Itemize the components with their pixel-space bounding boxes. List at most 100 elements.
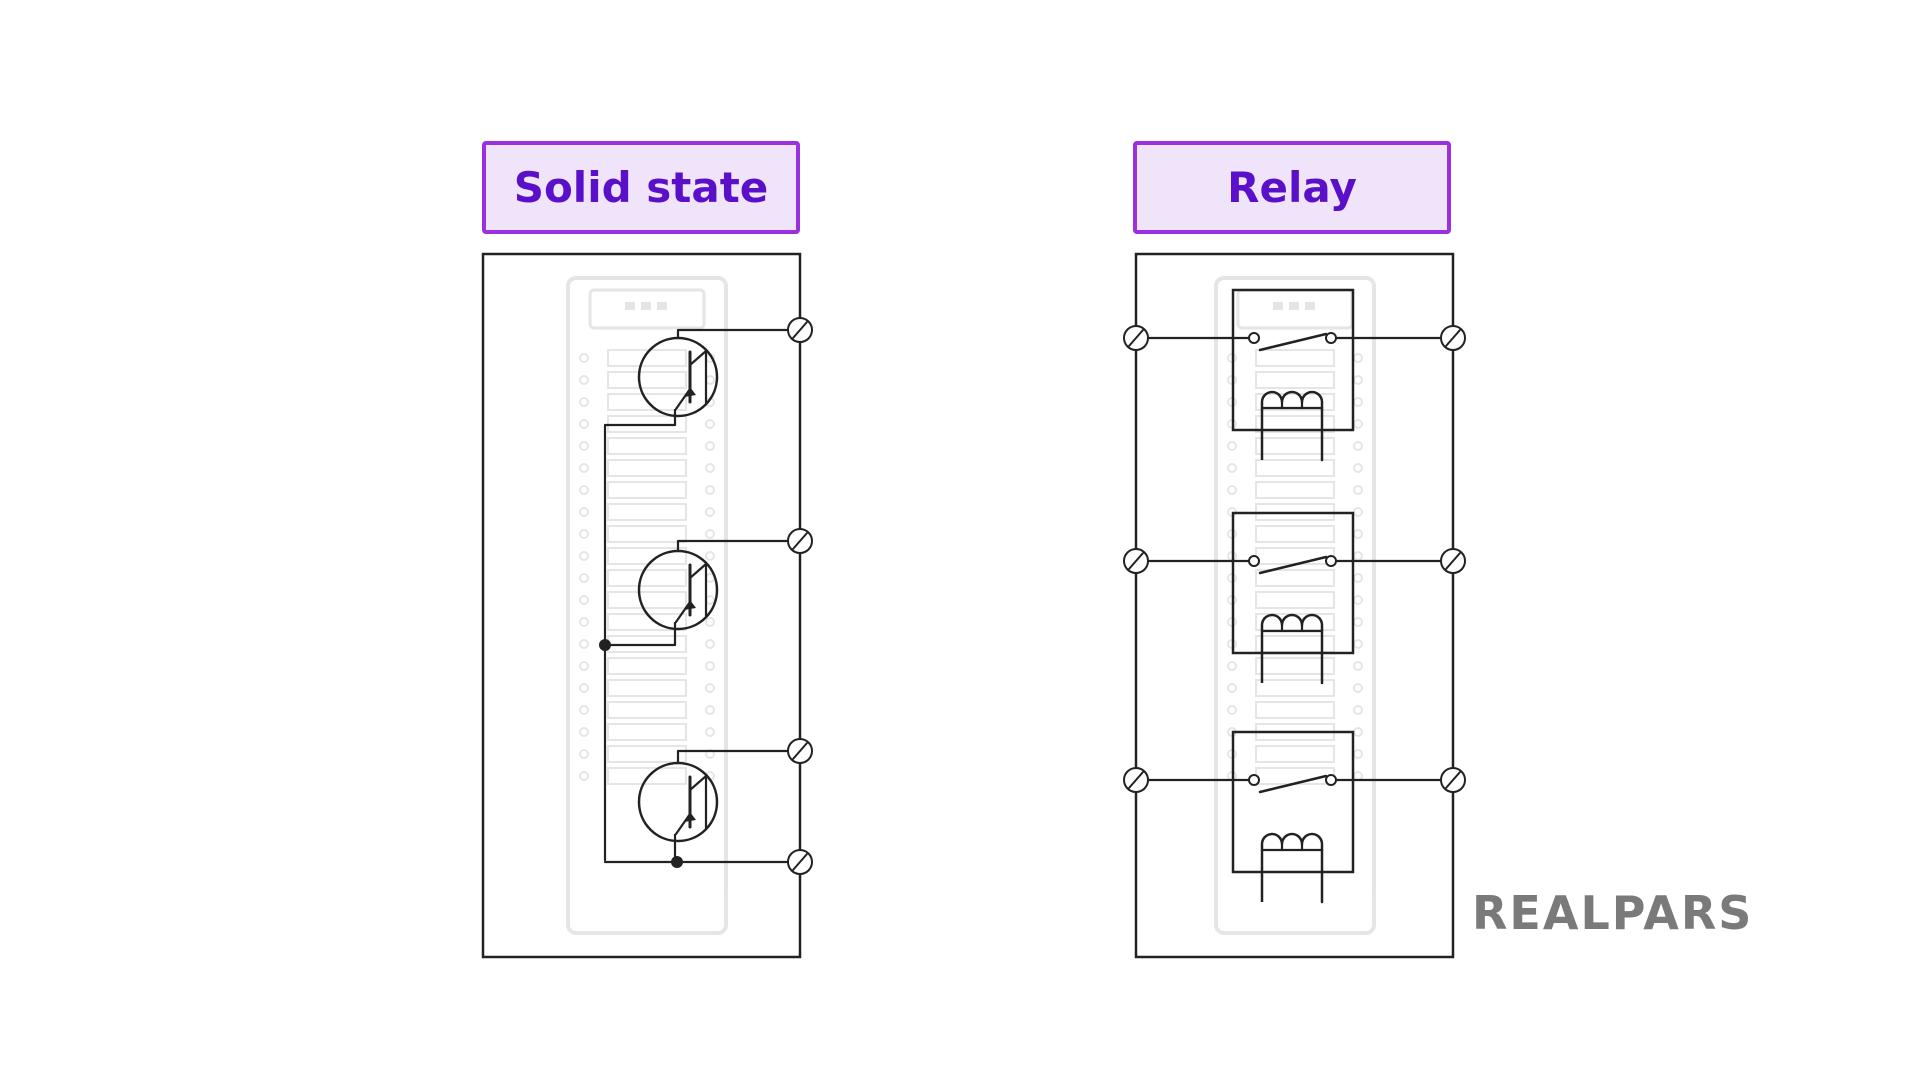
- module-screw: [1353, 397, 1363, 407]
- module-screw: [1227, 441, 1237, 451]
- terminal-slash: [792, 853, 808, 871]
- transistor-1-common-wire: [605, 409, 677, 427]
- module-slot: [607, 525, 687, 543]
- solid-state-module-background: [566, 276, 728, 935]
- module-slot: [1255, 415, 1335, 433]
- relay-output-terminal: [1440, 548, 1466, 574]
- module-screw: [1227, 683, 1237, 693]
- terminal-slash: [1128, 329, 1144, 347]
- transistor-emitter-arrow: [684, 812, 696, 822]
- switch-arm: [1258, 332, 1328, 352]
- module-screw: [579, 485, 589, 495]
- module-slot: [607, 393, 687, 411]
- relay-output-terminal: [1440, 325, 1466, 351]
- module-slot: [607, 481, 687, 499]
- module-screw: [579, 661, 589, 671]
- module-slot: [1255, 393, 1335, 411]
- relay-housing: [1231, 288, 1355, 432]
- solid-state-title: Solid state: [513, 163, 769, 212]
- module-screw: [705, 595, 715, 605]
- relay-input-terminal: [1123, 325, 1149, 351]
- module-screw: [1353, 419, 1363, 429]
- contact-point: [1248, 555, 1260, 567]
- module-outline: [1214, 276, 1376, 935]
- module-slot: [1255, 679, 1335, 697]
- module-screw: [579, 375, 589, 385]
- module-outline: [566, 276, 728, 935]
- module-screw: [579, 639, 589, 649]
- relay-coil: [1260, 832, 1324, 902]
- terminal-slash: [1445, 329, 1461, 347]
- transistor-2-common-wire: [605, 622, 677, 647]
- terminal-slash: [1128, 552, 1144, 570]
- solid-state-panel-frame: [481, 252, 802, 959]
- relay-1: [1123, 288, 1466, 462]
- module-slot: [1255, 569, 1335, 587]
- solid-state-header: Solid state: [482, 141, 800, 234]
- contact-point: [1248, 774, 1260, 786]
- module-slot: [607, 569, 687, 587]
- transistor-1-output-wire: [676, 328, 800, 338]
- relay-input-terminal: [1123, 548, 1149, 574]
- module-screw: [1353, 353, 1363, 363]
- module-slot: [607, 591, 687, 609]
- module-screw: [705, 617, 715, 627]
- terminal-slash: [792, 321, 808, 339]
- module-slot: [607, 745, 687, 763]
- module-screw: [579, 463, 589, 473]
- module-screw: [705, 705, 715, 715]
- module-screw: [1353, 529, 1363, 539]
- module-screw: [579, 595, 589, 605]
- relay-housing: [1231, 730, 1355, 874]
- module-led: [641, 302, 651, 310]
- relay-header: Relay: [1133, 141, 1451, 234]
- transistor-3: [637, 761, 719, 843]
- module-slot: [607, 723, 687, 741]
- junction-dot: [599, 639, 611, 651]
- terminal-slash: [1128, 771, 1144, 789]
- module-slot: [607, 767, 687, 785]
- solid-output-terminal-2: [787, 528, 813, 554]
- contact-point: [1325, 774, 1337, 786]
- module-slot: [1255, 459, 1335, 477]
- module-screw: [579, 617, 589, 627]
- module-slot: [1255, 371, 1335, 389]
- module-screw: [1353, 683, 1363, 693]
- module-screw: [1227, 661, 1237, 671]
- solid-output-terminal-3: [787, 738, 813, 764]
- module-screw: [705, 683, 715, 693]
- module-screw: [705, 551, 715, 561]
- relay-output-terminal: [1440, 767, 1466, 793]
- transistor-collector-lead: [688, 562, 708, 580]
- module-top-panel: [588, 288, 706, 330]
- relay-3: [1123, 730, 1466, 904]
- module-screw: [705, 485, 715, 495]
- module-slot: [607, 503, 687, 521]
- module-screw: [1353, 375, 1363, 385]
- module-screw: [579, 529, 589, 539]
- module-screw: [579, 353, 589, 363]
- module-screw: [705, 375, 715, 385]
- module-screw: [1353, 551, 1363, 561]
- contact-point: [1248, 332, 1260, 344]
- module-slot: [607, 657, 687, 675]
- terminal-slash: [792, 742, 808, 760]
- module-slot: [1255, 547, 1335, 565]
- module-slot: [607, 349, 687, 367]
- module-screw: [1353, 661, 1363, 671]
- module-led: [1289, 302, 1299, 310]
- module-slot: [1255, 349, 1335, 367]
- relay-coil: [1260, 613, 1324, 683]
- module-screw: [1353, 727, 1363, 737]
- module-screw: [1227, 463, 1237, 473]
- module-screw: [1353, 771, 1363, 781]
- junction-dot: [671, 856, 683, 868]
- module-screw: [579, 705, 589, 715]
- module-slot: [607, 437, 687, 455]
- relay-housing: [1231, 511, 1355, 655]
- switch-arm: [1258, 555, 1328, 575]
- module-screw: [579, 441, 589, 451]
- terminal-slash: [792, 532, 808, 550]
- module-screw: [705, 507, 715, 517]
